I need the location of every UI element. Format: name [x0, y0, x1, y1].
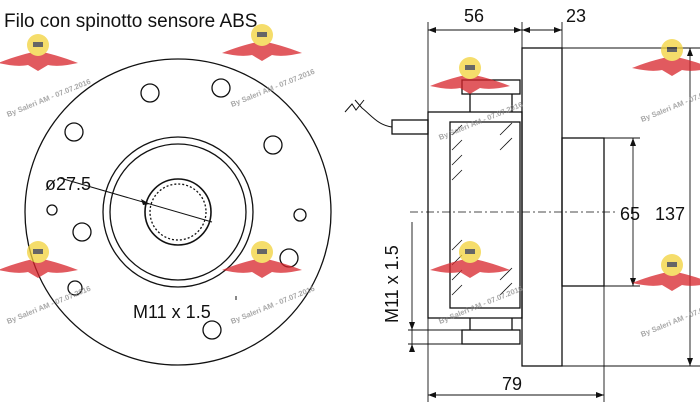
wing-icon	[632, 271, 700, 291]
bolt-hole	[202, 320, 222, 340]
wing-icon	[430, 74, 510, 94]
flange-plate	[521, 47, 563, 367]
car-icon	[667, 262, 677, 267]
splined-bore-outer	[144, 178, 212, 246]
wing-icon	[0, 258, 78, 278]
bearing-housing	[449, 121, 521, 309]
bolt-hole	[64, 122, 84, 142]
dim-137: 137	[655, 204, 685, 224]
watermark-logo: By Saleri AM - 07.07.2016	[430, 241, 524, 326]
bolt-hole	[263, 135, 283, 155]
small-hole	[293, 208, 307, 222]
dim-thread-vertical: M11 x 1.5	[382, 245, 402, 323]
drawing-title: Filo con spinotto sensore ABS	[4, 11, 257, 32]
hub-inner-ring	[109, 143, 247, 281]
hub-outer-ring	[102, 136, 254, 288]
bolt-hole	[211, 78, 231, 98]
car-icon	[465, 249, 475, 254]
side-view	[344, 22, 700, 402]
dim-65: 65	[620, 204, 640, 224]
wing-icon	[632, 56, 700, 76]
dimension-arrows	[409, 27, 693, 398]
watermark-text: By Saleri AM - 07.07.2016	[5, 284, 92, 326]
bore-diameter-leader	[59, 177, 213, 223]
small-hole	[67, 280, 83, 296]
flange-outline	[24, 58, 332, 366]
wing-icon	[222, 258, 302, 278]
watermark-logo: By Saleri AM - 07.07.2016	[222, 24, 316, 109]
watermark-layer: By Saleri AM - 07.07.2016 By Saleri AM - …	[0, 24, 700, 339]
splined-bore-inner	[149, 183, 207, 241]
small-hole	[46, 204, 58, 216]
leader-arrow	[141, 199, 150, 205]
bolt-hole	[72, 222, 92, 242]
car-icon	[465, 65, 475, 70]
front-thread-label: M11 x 1.5	[133, 302, 211, 322]
dim-56: 56	[464, 6, 484, 26]
dim-23: 23	[566, 6, 586, 26]
front-view	[24, 58, 332, 366]
abs-wire	[354, 99, 393, 128]
wing-icon	[430, 258, 510, 278]
watermark-text: By Saleri AM - 07.07.2016	[229, 284, 316, 326]
wing-icon	[0, 51, 78, 71]
wire-break-symbol	[344, 99, 365, 113]
car-icon	[257, 32, 267, 37]
car-icon	[257, 249, 267, 254]
abs-connector	[391, 119, 429, 135]
car-icon	[33, 42, 43, 47]
watermark-logo: By Saleri AM - 07.07.2016	[222, 241, 316, 326]
watermark-text: By Saleri AM - 07.07.2016	[639, 297, 700, 339]
watermark-text: By Saleri AM - 07.07.2016	[5, 77, 92, 119]
car-icon	[33, 249, 43, 254]
wing-icon	[222, 41, 302, 61]
bore-diameter-label: ø27.5	[45, 174, 91, 194]
watermark-logo: By Saleri AM - 07.07.2016	[430, 57, 524, 142]
watermark-logo: By Saleri AM - 07.07.2016	[0, 241, 92, 326]
hub-body	[427, 111, 523, 319]
car-icon	[667, 47, 677, 52]
bolt-hole	[140, 83, 160, 103]
watermark-logo: By Saleri AM - 07.07.2016	[0, 34, 92, 119]
dim-79: 79	[502, 374, 522, 394]
watermark-text: By Saleri AM - 07.07.2016	[639, 82, 700, 124]
watermark-text: By Saleri AM - 07.07.2016	[437, 100, 524, 142]
stud-bottom	[461, 329, 521, 345]
